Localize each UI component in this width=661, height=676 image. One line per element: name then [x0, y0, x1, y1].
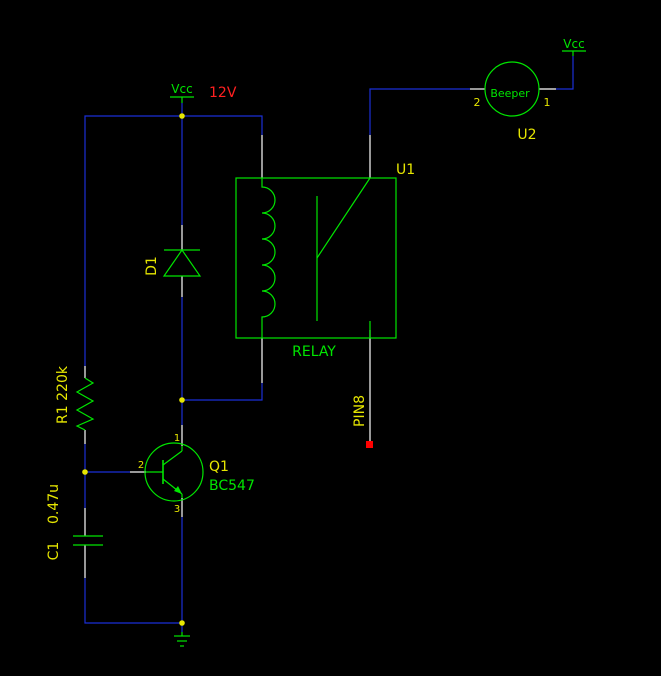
- q1-pin3-label: 3: [174, 504, 180, 515]
- capacitor-c1[interactable]: C1 0.47u: [46, 484, 103, 560]
- junction-ground: [179, 620, 185, 626]
- u2-label: U2: [517, 127, 536, 143]
- q1-pin1-label: 1: [174, 433, 180, 444]
- vcc-symbol-main[interactable]: Vcc: [170, 82, 194, 103]
- ground-symbol[interactable]: [174, 632, 190, 647]
- q1-label: Q1: [209, 459, 229, 475]
- q1-part-label: BC547: [209, 478, 255, 494]
- transistor-emitter-arrow: [174, 486, 182, 494]
- relay-coil: [261, 178, 276, 338]
- junction-base: [82, 469, 88, 475]
- u1-label: U1: [396, 162, 415, 178]
- vcc-symbol-beeper[interactable]: Vcc: [562, 37, 586, 56]
- relay-u1[interactable]: U1 RELAY: [235, 162, 415, 360]
- junctions: [82, 113, 185, 626]
- wire-beeper-to-vcc[interactable]: [556, 56, 574, 90]
- wire-relay-to-beeper[interactable]: [369, 88, 470, 135]
- pin-stubs: [84, 88, 556, 578]
- transistor-q1[interactable]: 1 2 3 Q1 BC547: [138, 433, 255, 515]
- transistor-body: [144, 442, 204, 502]
- beeper-pin-2-label: 2: [474, 96, 481, 109]
- relay-switch-arm: [316, 177, 371, 259]
- transistor-collector-lead: [162, 450, 183, 466]
- junction-coil: [179, 397, 185, 403]
- vcc-label: Vcc: [563, 37, 584, 51]
- diode-triangle: [162, 248, 202, 277]
- vcc-label: Vcc: [171, 82, 192, 96]
- wire-top-rail[interactable]: [84, 115, 263, 366]
- supply-voltage-label: 12V: [209, 85, 237, 101]
- pin8-probe[interactable]: PIN8: [352, 395, 373, 448]
- wires: [84, 56, 574, 632]
- beeper-body: [484, 61, 540, 117]
- c1-label: C1: [46, 542, 62, 561]
- relay-label: RELAY: [292, 344, 336, 360]
- resistor-zigzag: [75, 377, 95, 431]
- relay-box: [235, 177, 397, 339]
- pin8-terminal[interactable]: [366, 441, 373, 448]
- q1-pin2-label: 2: [138, 460, 144, 471]
- r1-label: R1 220k: [55, 365, 71, 424]
- d1-label: D1: [144, 256, 160, 276]
- beeper-text: Beeper: [490, 87, 530, 100]
- wire-relay-coil-bottom[interactable]: [182, 383, 263, 401]
- junction-vcc: [179, 113, 185, 119]
- beeper-pin-1-label: 1: [544, 96, 551, 109]
- diode-d1[interactable]: D1: [144, 248, 202, 277]
- wire-ground-rail[interactable]: [84, 578, 182, 624]
- c1-value-label: 0.47u: [46, 484, 62, 524]
- pin8-label: PIN8: [352, 395, 368, 427]
- beeper-u2[interactable]: Beeper 2 1 U2: [474, 61, 551, 143]
- resistor-r1[interactable]: R1 220k: [55, 365, 95, 431]
